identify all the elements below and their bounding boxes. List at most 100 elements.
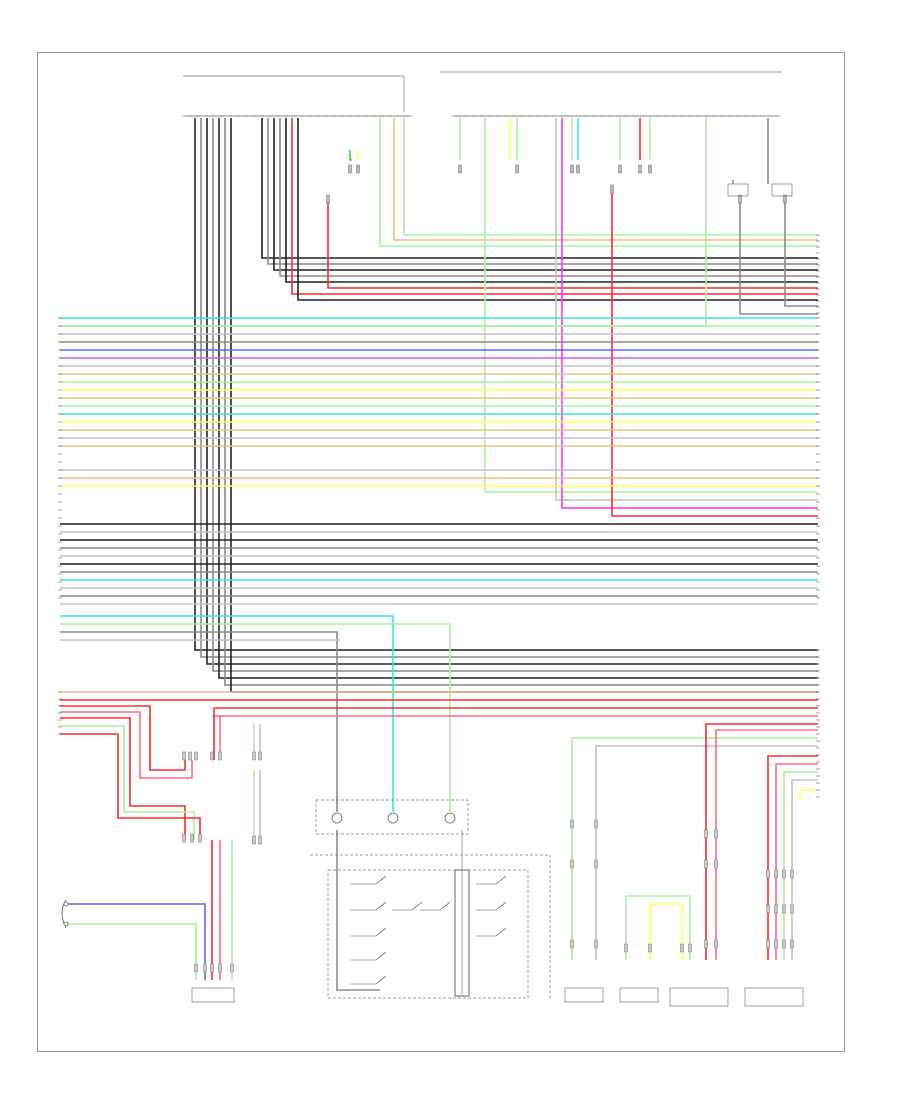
rear-sensor-feed [705,723,818,960]
rear-sensor-pin [570,859,574,869]
switch-feed [60,623,451,812]
connector-pin [638,164,642,174]
pk-sensor-pin [194,751,198,761]
rear-sensor-pin [782,939,786,949]
rear-sensor-pin [790,904,794,914]
drop-to-harness [555,118,818,501]
trunk-wire [224,118,818,686]
connector-pin [618,164,622,174]
drop-to-harness [611,190,818,517]
upper-wire-2 [267,118,818,265]
connector-pin [458,164,462,174]
pk-sensor-feed [60,711,193,779]
pk-sensor-pin [198,833,202,843]
pk-sensor-pin [182,833,186,843]
upper-wire-7 [297,118,818,301]
switch-terminal [387,812,399,824]
drop-to-harness [561,118,818,509]
rear-sensor-pin [714,829,718,839]
connector-pin [576,164,580,174]
diagram-frame [37,52,845,1052]
front-sensor-pin [210,751,214,761]
switch-lever [375,975,387,985]
upper-right-sensor-a [727,183,749,197]
switch-lever [375,951,387,961]
rear-sensor-3 [669,987,729,1007]
trunk-wire [212,118,818,672]
rear-sensor-pin [570,819,574,829]
upper-wire-4 [279,118,818,277]
door-switch-pin [194,963,198,973]
rear-sensor-1 [564,987,604,1003]
switch-internal [336,830,380,991]
rear-sensor-pin [594,819,598,829]
upper-wire-5 [285,118,818,283]
switch-lever [375,875,387,885]
door-switch-pin [203,963,207,973]
switch-upper-dash [315,799,469,835]
trunk-wire [206,118,818,665]
rear-sensor-2 [619,987,659,1003]
rear-sensor-pin [704,939,708,949]
front-sensor-pin [648,943,652,953]
connector-pin [610,184,614,194]
front-sensor-pin [252,835,256,845]
upper-wire-11 [403,118,818,236]
rear-sensor-pin [774,939,778,949]
front-sensor-pin [252,751,256,761]
switch-lever [375,927,387,937]
door-switch-contact [63,901,69,907]
front-sensor-loop [649,903,683,960]
rear-sensor-feed [799,789,818,800]
pk-sensor-pin [188,751,192,761]
rear-sensor-pin [714,859,718,869]
trunk-wire [218,118,818,679]
front-sensor-pin [258,835,262,845]
component-layer [58,71,820,1007]
switch-lever [495,927,507,937]
door-switch-wire [66,903,206,980]
switch-lever [375,901,387,911]
upper-wire-10 [393,118,818,241]
switch-bar [454,869,470,997]
rear-sensor-pin [774,904,778,914]
drop-to-harness [484,118,818,493]
rear-sensor-feed [715,729,818,960]
sensor-lead [349,150,352,161]
upper-wire-3 [273,118,818,271]
connector-pin [738,194,742,204]
rear-sensor-feed [775,763,818,960]
switch-lever [495,901,507,911]
rear-sensor-feed [791,779,818,960]
switch-terminal [331,812,343,824]
rear-sensor-feed [783,771,818,960]
rear-sensor-pin [714,939,718,949]
rear-sensor-pin [774,869,778,879]
front-sensor-pin [218,751,222,761]
trunk-wire [194,118,818,651]
rear-sensor-pin [790,939,794,949]
door-switch-pin [218,963,222,973]
front-sensor-pin [258,751,262,761]
drop-to-harness [784,200,818,307]
upper-wire-9 [379,118,818,247]
connector-pin [356,164,360,174]
right-front-sensor [191,987,235,1003]
rear-sensor-pin [594,859,598,869]
connector-pin [783,194,787,204]
trunk-wire [230,118,818,693]
center-switch-assembly [327,869,529,999]
rear-sensor-feed [571,737,818,960]
door-switch-contact [63,921,69,927]
drop-to-harness [739,200,818,315]
switch-lever [439,901,451,911]
pk-sensor-pin [190,833,194,843]
door-switch-wire [66,923,197,980]
upper-wire-6 [291,118,818,295]
upper-wire-8 [327,200,818,289]
rear-sensor-4 [744,987,804,1007]
front-sensor-loop [625,895,691,960]
connector-pin [348,164,352,174]
trunk-wire [200,118,818,658]
